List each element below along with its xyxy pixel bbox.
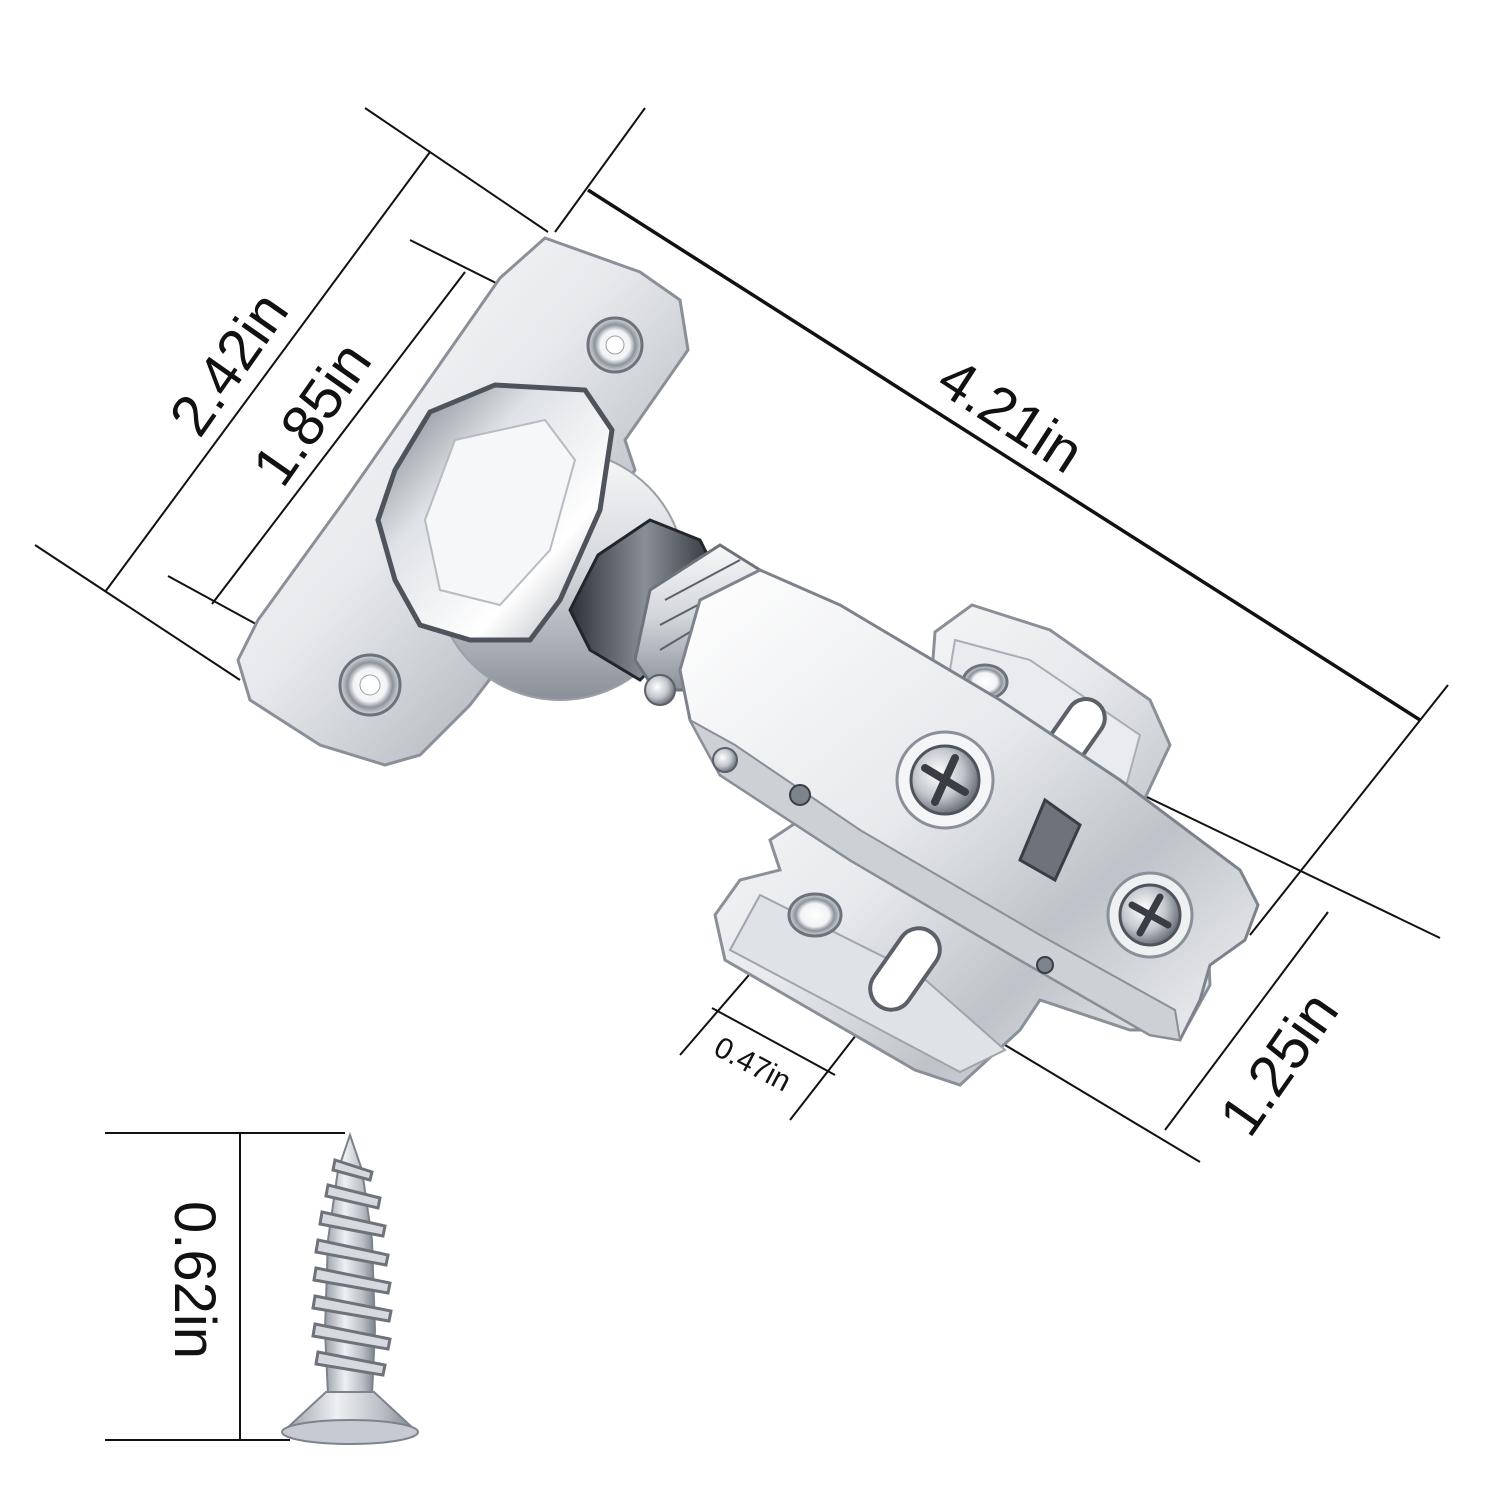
dim-label-mount-plate-width: 1.25in (1207, 980, 1351, 1147)
dim-label-overall-length: 4.21in (927, 345, 1095, 486)
cup-plate (236, 236, 690, 767)
dimension-line-1-85 (211, 271, 466, 605)
extension-line-4-21-right (1249, 684, 1449, 936)
dimension-line-4-21 (587, 188, 1421, 722)
arm-screw-icon (895, 730, 995, 830)
dim-label-slot-offset: 0.47in (709, 1031, 797, 1099)
extension-line-4-21-left (554, 107, 646, 233)
dim-label-screw-length: 0.62in (162, 1201, 227, 1359)
wood-screw-icon (281, 1131, 419, 1445)
hinge-icon (236, 236, 1260, 1087)
dimension-line-1-25 (1164, 911, 1329, 1131)
arm-screw-icon (1106, 871, 1194, 959)
extension-line-2-42-top (364, 107, 549, 233)
dimension-line-2-42 (104, 151, 431, 593)
extension-line-2-42-bottom (34, 544, 241, 681)
plate-hole-icon (787, 892, 843, 938)
plate-slot-icon (868, 926, 942, 1012)
dimension-line-0-47 (711, 1007, 836, 1076)
